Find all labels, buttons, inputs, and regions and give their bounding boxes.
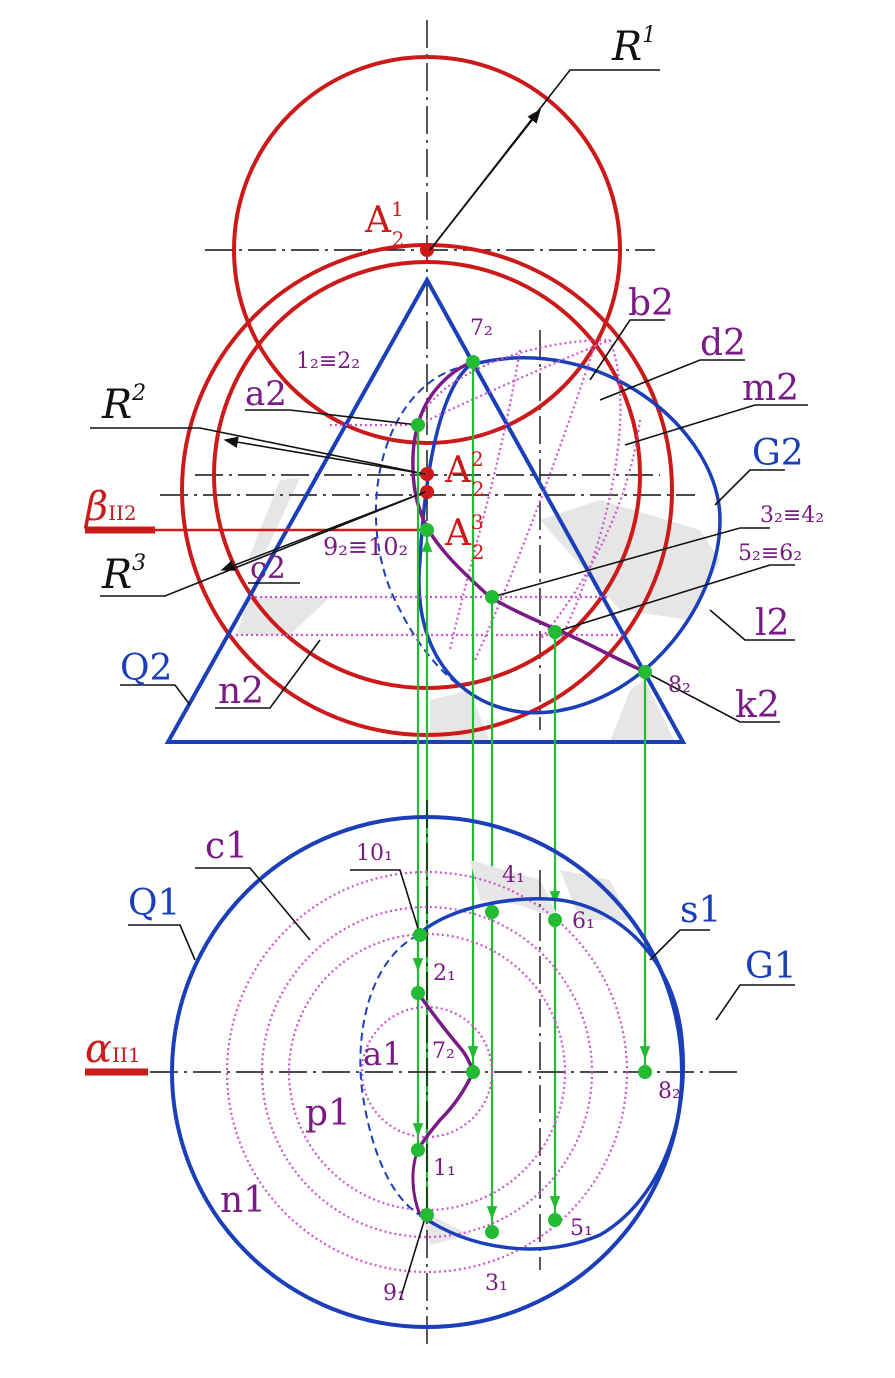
label-point-8-top: 8₂	[658, 1079, 681, 1104]
label-point-7-top: 7₂	[432, 1039, 455, 1064]
label-point-5-1: 5₁	[570, 1216, 593, 1241]
label-R1: R1	[611, 23, 656, 70]
label-points-3-4: 3₂≡4₂	[760, 503, 824, 528]
magenta-construction-curves	[236, 338, 642, 661]
projection-lines	[412, 362, 651, 1232]
label-point-10-1: 10₁	[356, 841, 393, 866]
leader-lines-front	[90, 69, 808, 723]
label-G2: G2	[752, 433, 804, 474]
cone-front-triangle	[164, 275, 687, 744]
intersection-curve-top-left	[411, 1149, 422, 1216]
label-point-2-1: 2₁	[433, 961, 456, 986]
label-R3: R3	[101, 551, 146, 598]
points-top	[411, 905, 652, 1239]
label-m2: m2	[742, 368, 799, 409]
front-view	[85, 20, 808, 800]
cylinder-top	[359, 897, 685, 1251]
center-point-A2	[420, 467, 434, 481]
label-beta: βII2	[83, 484, 137, 530]
label-d2: d2	[700, 323, 746, 364]
label-point-6-1: 6₁	[572, 909, 595, 934]
label-a1: a1	[363, 1035, 402, 1073]
center-lines-top	[150, 800, 740, 1350]
label-point-1-1: 1₁	[433, 1156, 456, 1181]
label-l2: l2	[755, 603, 789, 644]
label-k2: k2	[735, 685, 780, 726]
label-alpha: αII1	[85, 1026, 141, 1072]
label-G1: G1	[745, 946, 797, 987]
cylinder-front	[374, 356, 722, 715]
top-view	[85, 800, 795, 1350]
label-n2: n2	[218, 671, 264, 712]
label-point-7: 7₂	[470, 316, 493, 341]
shaded-region-front	[236, 478, 720, 742]
center-point-A1	[420, 243, 434, 257]
label-a2: a2	[245, 374, 287, 414]
label-s1: s1	[680, 890, 721, 931]
label-c2: c2	[250, 551, 286, 586]
label-points-1-2: 1₂≡2₂	[296, 349, 360, 374]
label-point-8: 8₂	[668, 673, 691, 698]
label-point-3-1: 3₁	[485, 1271, 508, 1296]
label-point-4-1: 4₁	[502, 863, 525, 888]
center-point-A3	[420, 485, 434, 499]
label-points-9-10: 9₂≡10₂	[323, 533, 408, 561]
label-R2: R2	[101, 381, 146, 428]
label-p1: p1	[305, 1093, 351, 1134]
label-n1: n1	[220, 1180, 266, 1221]
leader-lines-top	[128, 867, 795, 1301]
label-point-9-1: 9₁	[383, 1281, 406, 1306]
intersection-curve-front-upper	[416, 360, 474, 426]
label-points-5-6: 5₂≡6₂	[738, 541, 802, 566]
label-Q2: Q2	[120, 648, 172, 689]
label-c1: c1	[205, 826, 248, 867]
label-b2: b2	[628, 283, 674, 324]
label-Q1: Q1	[128, 883, 180, 924]
